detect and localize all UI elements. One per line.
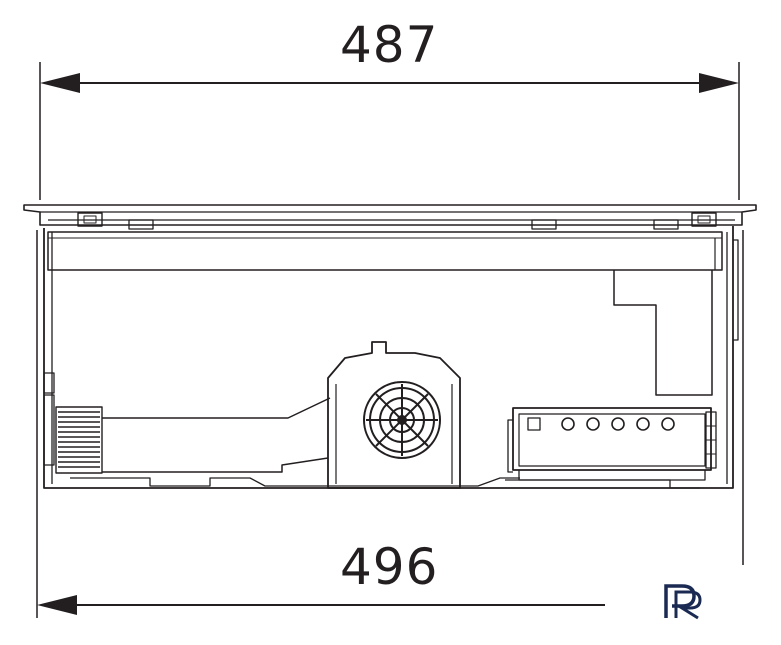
brand-logo [664, 584, 702, 620]
bottom-dimension [36, 230, 744, 618]
left-vent-grille [43, 372, 103, 474]
arrow-right-icon [699, 73, 739, 93]
arrow-left-icon [40, 73, 80, 93]
top-width-label: 487 [340, 16, 439, 74]
terminal-block [507, 407, 717, 481]
arrow-left-icon [37, 595, 77, 615]
top-dimension [39, 62, 740, 200]
base-board [70, 397, 700, 489]
right-plate [613, 270, 713, 396]
main-housing [43, 226, 739, 489]
fan-housing [327, 341, 461, 489]
bottom-width-label: 496 [340, 538, 439, 596]
fan-grille-icon [363, 381, 441, 459]
lid-plate [23, 204, 757, 230]
